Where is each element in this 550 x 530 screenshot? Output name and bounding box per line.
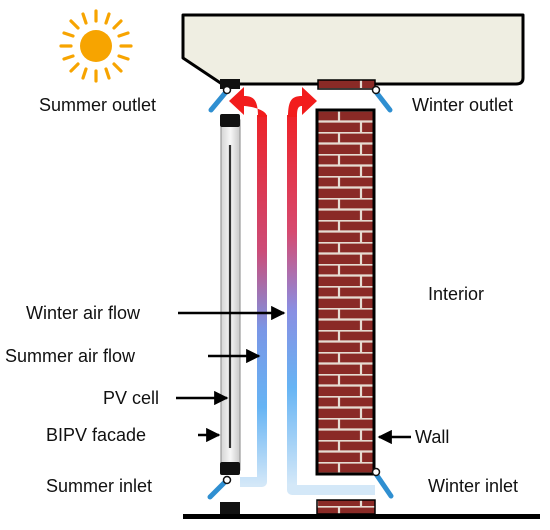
winter-outlet-label: Winter outlet bbox=[412, 95, 513, 115]
ceiling-brick-strip bbox=[317, 79, 376, 90]
brick-wall bbox=[315, 108, 376, 476]
roof-slab bbox=[181, 13, 525, 86]
facade-bottom-cap bbox=[220, 502, 240, 514]
interior-label: Interior bbox=[428, 284, 484, 304]
summer-inlet-label: Summer inlet bbox=[46, 476, 152, 496]
wall-label: Wall bbox=[415, 427, 449, 447]
facade-top-cap bbox=[220, 114, 240, 127]
summer-inlet-damper bbox=[207, 475, 232, 500]
winter-inlet-damper bbox=[371, 467, 394, 499]
summer-outlet-damper bbox=[208, 85, 232, 113]
pv-cell-label: PV cell bbox=[103, 388, 159, 408]
summer-outlet-label: Summer outlet bbox=[39, 95, 156, 115]
summer-air-flow-arrow bbox=[229, 87, 267, 117]
winter-inlet-label: Winter inlet bbox=[428, 476, 518, 496]
winter-air-flow-path bbox=[287, 115, 375, 495]
bipv-facade-label: BIPV facade bbox=[46, 425, 146, 445]
sun-icon bbox=[59, 9, 133, 83]
bipv-facade-panel bbox=[220, 79, 241, 475]
winter-air-flow-label: Winter air flow bbox=[26, 303, 141, 323]
facade-lower-cap bbox=[220, 462, 240, 475]
winter-air-flow-arrow bbox=[288, 87, 317, 117]
floor-slab bbox=[183, 514, 540, 519]
summer-air-flow-path bbox=[240, 115, 267, 487]
facade-top-mount bbox=[220, 79, 240, 89]
summer-air-flow-label: Summer air flow bbox=[5, 346, 136, 366]
winter-outlet-damper bbox=[371, 85, 393, 113]
floor-brick-strip bbox=[316, 499, 376, 515]
